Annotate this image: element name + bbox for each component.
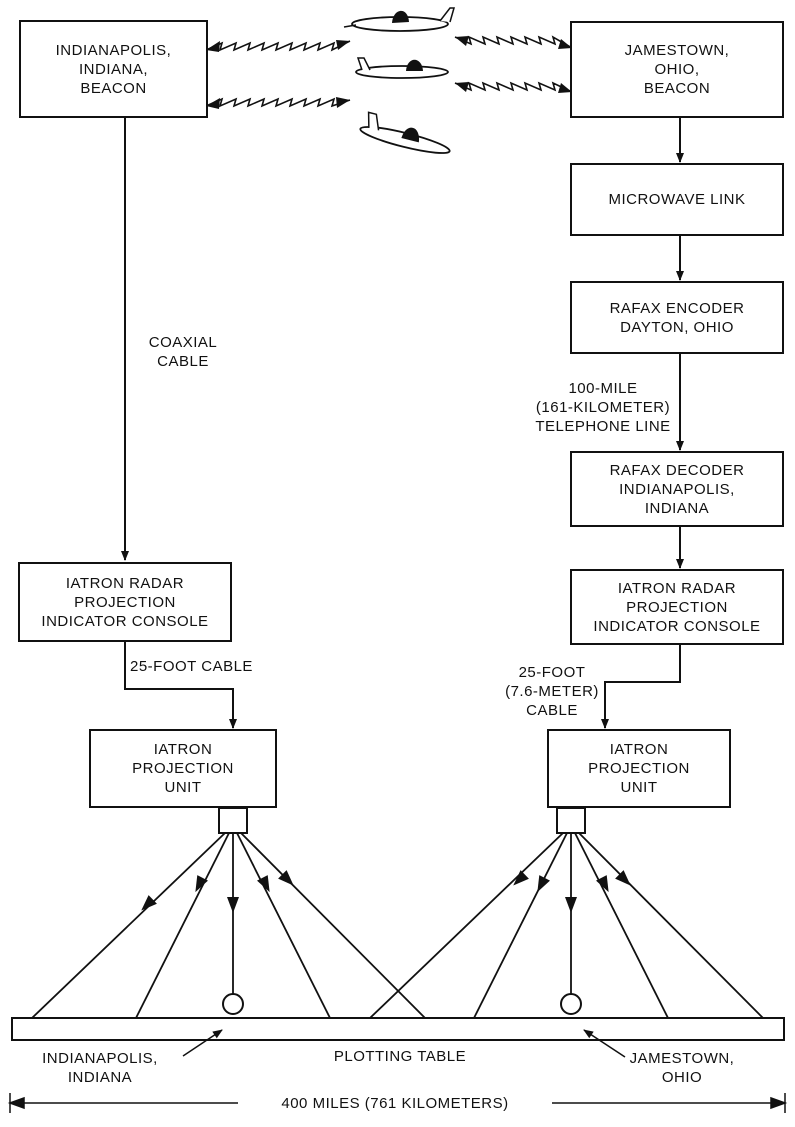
- ray-arrowhead: [596, 875, 609, 893]
- distance-label: 400 MILES (761 KILOMETERS): [281, 1095, 509, 1112]
- radio-link-zigzag: [205, 97, 351, 108]
- right-projector-lens: [556, 807, 586, 834]
- coaxial-cable-label: COAXIAL CABLE: [148, 334, 218, 370]
- ray-arrowhead: [195, 875, 208, 893]
- right-projection-unit-box: IATRON PROJECTION UNIT: [547, 729, 731, 808]
- right-indicator-console-box: IATRON RADAR PROJECTION INDICATOR CONSOL…: [570, 569, 784, 645]
- ray-arrowhead: [615, 870, 631, 886]
- left-ray: [135, 832, 230, 1019]
- ray-arrowhead: [141, 895, 157, 911]
- radio-arrowhead: [558, 39, 572, 49]
- right-25ft-cable: [601, 645, 681, 729]
- left-ray: [31, 832, 226, 1019]
- rafax-decoder-box: RAFAX DECODER INDIANAPOLIS, INDIANA: [570, 451, 784, 527]
- right-ray: [473, 832, 568, 1019]
- radio-arrowhead: [455, 36, 469, 46]
- jamestown-beacon-box: JAMESTOWN, OHIO, BEACON: [570, 21, 784, 118]
- radio-arrowhead: [455, 82, 469, 92]
- left-projector-lens: [218, 807, 248, 834]
- left-ray: [240, 832, 426, 1019]
- indianapolis-point: [222, 993, 244, 1015]
- left-25ft-cable: [124, 642, 237, 729]
- ray-arrowhead: [513, 870, 529, 886]
- jamestown-point: [560, 993, 582, 1015]
- left-projection-unit-box: IATRON PROJECTION UNIT: [89, 729, 277, 808]
- radio-arrowhead: [558, 83, 572, 93]
- left-indicator-console-box: IATRON RADAR PROJECTION INDICATOR CONSOL…: [18, 562, 232, 642]
- ray-arrowhead: [278, 870, 294, 886]
- radio-link-zigzag: [454, 35, 573, 49]
- rafax-encoder-box: RAFAX ENCODER DAYTON, OHIO: [570, 281, 784, 354]
- right-25ft-cable-label: 25-FOOT (7.6-METER) CABLE: [505, 664, 599, 719]
- plotting-table: [11, 1017, 785, 1041]
- radio-arrowhead: [206, 41, 220, 52]
- left-25ft-cable-label: 25-FOOT CABLE: [130, 658, 253, 675]
- radio-link-zigzag: [205, 40, 351, 52]
- jamestown-pointer: [583, 1029, 626, 1058]
- indianapolis-point-label: INDIANAPOLIS, INDIANA: [42, 1050, 158, 1086]
- right-ray: [574, 832, 669, 1019]
- right-ray: [369, 832, 564, 1019]
- airplane-icon: [343, 7, 455, 32]
- radio-arrowhead: [206, 98, 220, 109]
- airplane-icon: [355, 57, 449, 79]
- jamestown-point-label: JAMESTOWN, OHIO: [629, 1050, 735, 1086]
- left-ray: [236, 832, 331, 1019]
- radio-link-zigzag: [454, 81, 573, 93]
- plotting-table-label: PLOTTING TABLE: [333, 1048, 467, 1065]
- ray-arrowhead: [537, 875, 550, 893]
- distance-arrowhead: [7, 1096, 25, 1110]
- indianapolis-beacon-box: INDIANAPOLIS, INDIANA, BEACON: [19, 20, 208, 118]
- distance-arrowhead: [770, 1096, 788, 1110]
- microwave-link-box: MICROWAVE LINK: [570, 163, 784, 236]
- telephone-line-label: 100-MILE (161-KILOMETER) TELEPHONE LINE: [535, 380, 671, 435]
- ray-arrowhead: [227, 897, 239, 913]
- indianapolis-pointer: [182, 1029, 223, 1057]
- airplane-icon: [359, 111, 451, 154]
- right-ray: [578, 832, 764, 1019]
- radio-arrowhead: [336, 40, 350, 50]
- ray-arrowhead: [257, 875, 270, 893]
- ray-arrowhead: [565, 897, 577, 913]
- radio-arrowhead: [336, 97, 350, 108]
